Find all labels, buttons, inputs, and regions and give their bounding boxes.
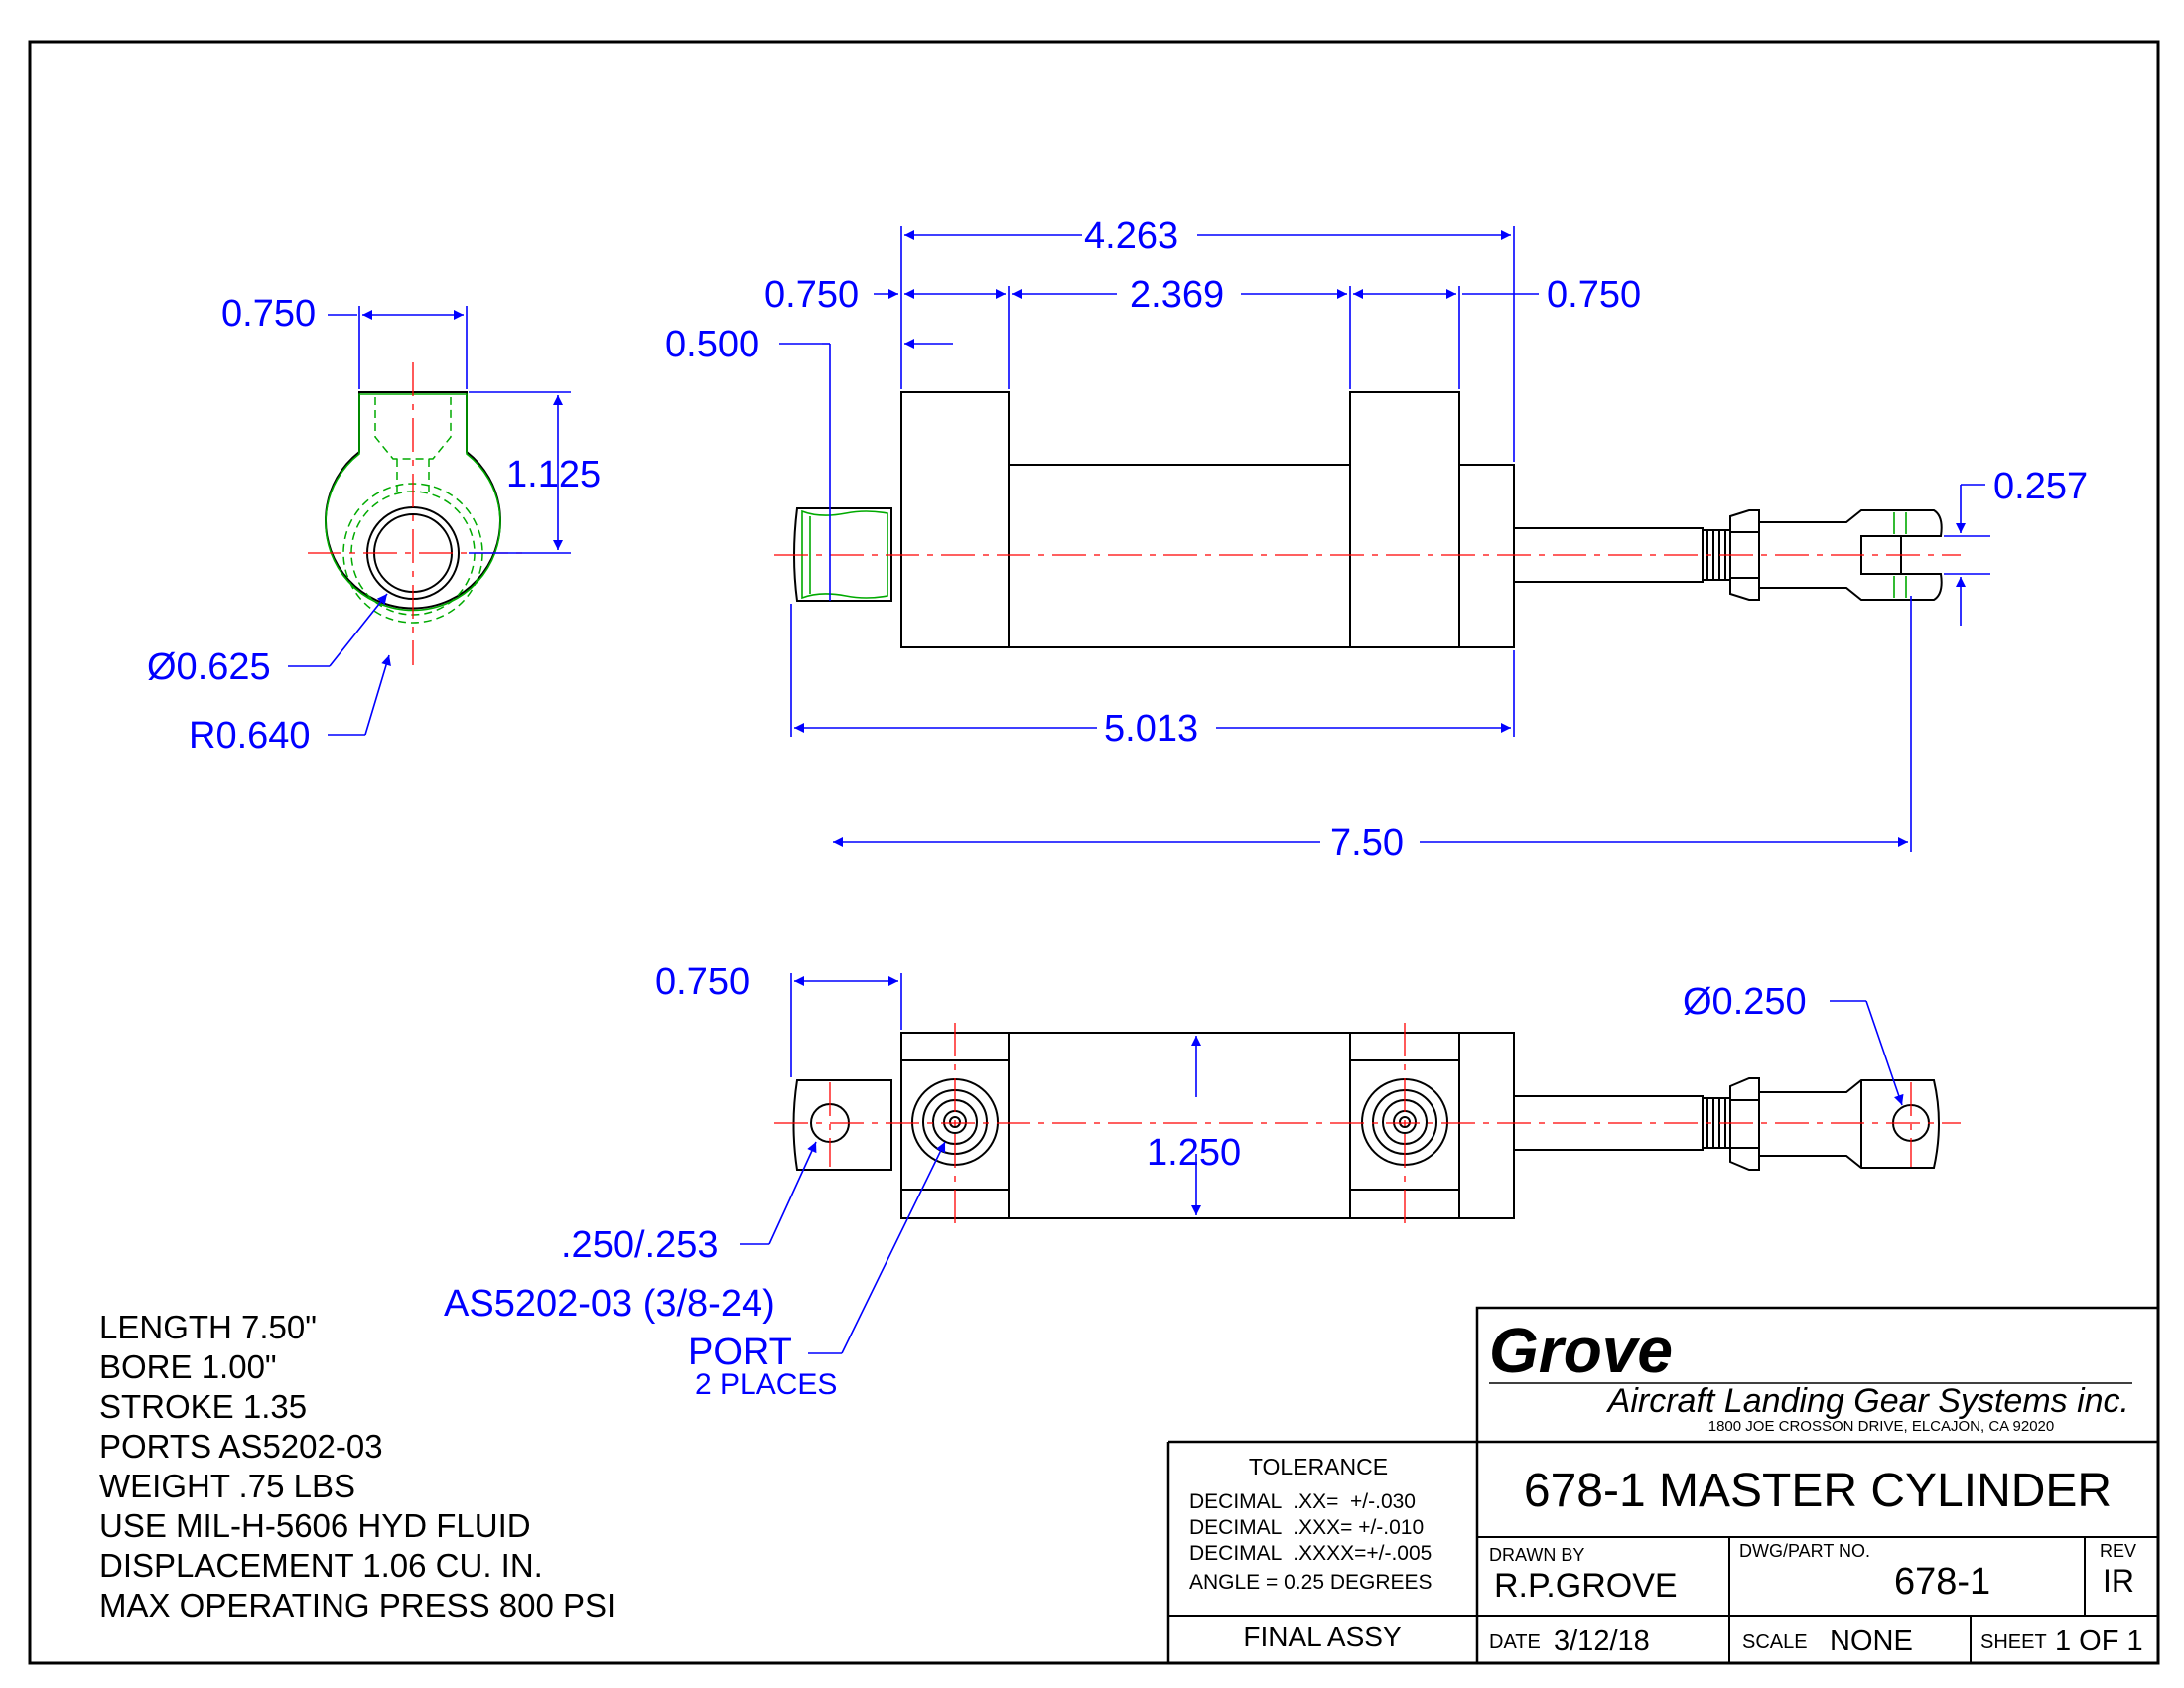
port-qty-label: 2 PLACES [695, 1368, 837, 1401]
spec-line: USE MIL-H-5606 HYD FLUID [99, 1507, 531, 1544]
offset-dim: 0.500 [665, 324, 759, 365]
tolerance-heading: TOLERANCE [1249, 1454, 1388, 1479]
radius-dim: R0.640 [189, 715, 311, 757]
sheet-label: SHEET [1980, 1631, 2047, 1653]
pin-hole-dim: Ø0.250 [1683, 981, 1807, 1023]
end-view: 0.750 1.125 Ø0.625 R0.640 [147, 293, 601, 757]
end-height-dim: 1.125 [506, 454, 601, 495]
bore-dia-dim: Ø0.625 [147, 646, 271, 688]
overall-body-dim: 4.263 [1084, 215, 1178, 257]
title-block: Grove Aircraft Landing Gear Systems inc.… [1166, 1306, 2158, 1663]
clevis-slot-dim: 0.257 [1993, 466, 2088, 507]
scale-value: NONE [1830, 1625, 1913, 1657]
date-label: DATE [1489, 1631, 1541, 1653]
body-length-dim: 5.013 [1104, 708, 1198, 750]
company-logo: Grove [1489, 1315, 1673, 1386]
cap-left-dim: 0.750 [764, 274, 859, 316]
date-value: 3/12/18 [1554, 1625, 1650, 1657]
spec-notes: LENGTH 7.50" BORE 1.00" STROKE 1.35 PORT… [99, 1309, 615, 1623]
dwg-no-value: 678-1 [1894, 1561, 1990, 1603]
port-label: PORT [688, 1332, 792, 1373]
tolerance-line: DECIMAL .XX= +/-.030 [1189, 1490, 1416, 1513]
spec-line: DISPLACEMENT 1.06 CU. IN. [99, 1547, 543, 1584]
eye-hole-dim: .250/.253 [561, 1224, 718, 1266]
dwg-no-label: DWG/PART NO. [1739, 1541, 1870, 1561]
company-address: 1800 JOE CROSSON DRIVE, ELCAJON, CA 9202… [1708, 1418, 2054, 1435]
spec-line: MAX OPERATING PRESS 800 PSI [99, 1587, 615, 1623]
sheet-border [28, 40, 2160, 1665]
assy-label: FINAL ASSY [1243, 1621, 1402, 1652]
rev-label: REV [2100, 1541, 2136, 1561]
body-height-dim: 1.250 [1147, 1132, 1241, 1174]
spec-line: PORTS AS5202-03 [99, 1428, 383, 1465]
end-width-dim: 0.750 [221, 293, 316, 335]
tolerance-line: DECIMAL .XXXX=+/-.005 [1189, 1542, 1432, 1565]
port-spec-label: AS5202-03 (3/8-24) [444, 1283, 775, 1325]
rev-value: IR [2103, 1563, 2134, 1599]
drawn-by-value: R.P.GROVE [1494, 1567, 1678, 1605]
cap-right-dim: 0.750 [1547, 274, 1641, 316]
company-subtitle: Aircraft Landing Gear Systems inc. [1606, 1382, 2129, 1420]
sheet-value: 1 OF 1 [2055, 1625, 2143, 1657]
spec-line: LENGTH 7.50" [99, 1309, 317, 1345]
side-view: 4.263 0.750 2.369 0.750 0.500 0.257 5.01… [665, 215, 2088, 864]
spec-line: WEIGHT .75 LBS [99, 1468, 355, 1504]
tolerance-line: ANGLE = 0.25 DEGREES [1189, 1571, 1433, 1594]
overall-length-dim: 7.50 [1330, 822, 1404, 864]
drawing-title: 678-1 MASTER CYLINDER [1524, 1465, 2112, 1517]
top-view: 0.750 Ø0.250 1.250 .250/.253 AS5202-03 (… [444, 961, 1961, 1401]
drawn-by-label: DRAWN BY [1489, 1545, 1584, 1565]
barrel-dim: 2.369 [1130, 274, 1224, 316]
spec-line: BORE 1.00" [99, 1348, 277, 1385]
eye-length-dim: 0.750 [655, 961, 750, 1003]
tolerance-line: DECIMAL .XXX= +/-.010 [1189, 1516, 1424, 1539]
spec-line: STROKE 1.35 [99, 1388, 307, 1425]
scale-label: SCALE [1742, 1631, 1808, 1653]
